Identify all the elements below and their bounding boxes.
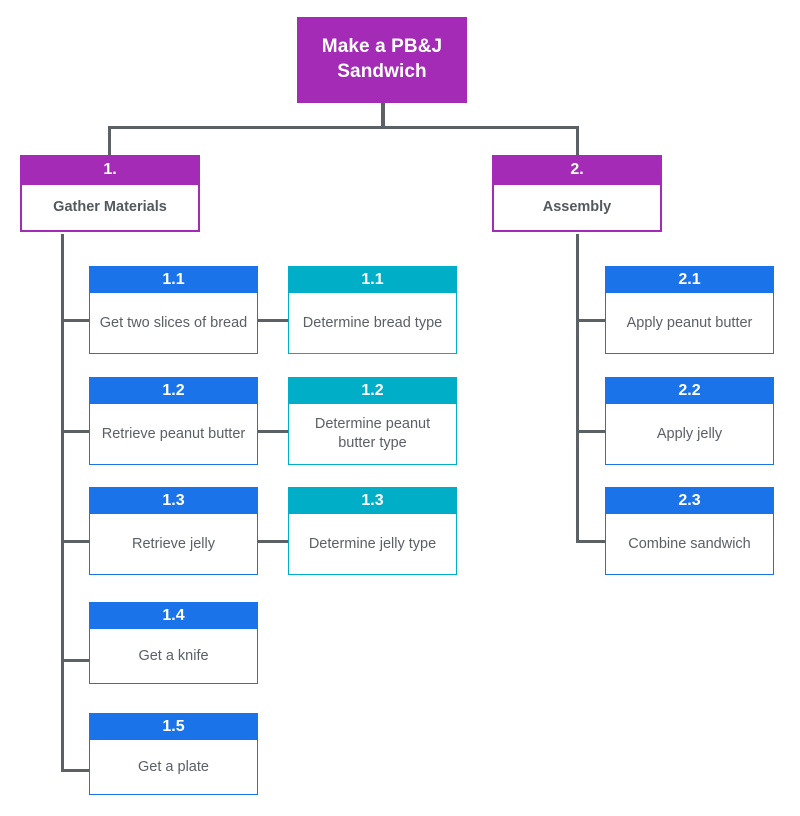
root-node-label: Make a PB&J Sandwich [321,36,443,82]
connector-root-to-branch-1 [108,126,111,156]
task-node-1-3-label: Retrieve jelly [89,514,258,575]
subtask-node-1-2[interactable]: 1.2 Determine peanut butter type [288,377,457,465]
subtask-node-1-2-label: Determine peanut butter type [288,404,457,465]
branch-node-2-number: 2. [492,155,662,185]
task-node-2-1-label: Apply peanut butter [605,293,774,354]
connector-branch-2-task-3 [576,540,606,543]
task-node-1-5[interactable]: 1.5 Get a plate [89,713,258,795]
connector-task-1-2-to-sub [256,430,289,433]
subtask-node-1-1-label: Determine bread type [288,293,457,354]
root-node[interactable]: Make a PB&J Sandwich [297,17,467,103]
task-node-2-3[interactable]: 2.3 Combine sandwich [605,487,774,575]
task-node-1-2-label: Retrieve peanut butter [89,404,258,465]
connector-branch-1-task-1 [61,319,90,322]
task-node-2-2-number: 2.2 [605,377,774,404]
task-node-1-2-number: 1.2 [89,377,258,404]
subtask-node-1-3-number: 1.3 [288,487,457,514]
task-node-1-4-number: 1.4 [89,602,258,629]
task-node-2-3-number: 2.3 [605,487,774,514]
subtask-node-1-3-label: Determine jelly type [288,514,457,575]
task-node-1-4-label: Get a knife [89,629,258,684]
task-node-1-3[interactable]: 1.3 Retrieve jelly [89,487,258,575]
subtask-node-1-2-number: 1.2 [288,377,457,404]
connector-root-bar [108,126,579,129]
connector-branch-2-task-2 [576,430,606,433]
connector-branch-1-spine [61,234,64,772]
task-node-1-5-label: Get a plate [89,740,258,795]
task-node-2-2-label: Apply jelly [605,404,774,465]
task-node-2-3-label: Combine sandwich [605,514,774,575]
task-node-1-1-label: Get two slices of bread [89,293,258,354]
subtask-node-1-1-number: 1.1 [288,266,457,293]
connector-branch-1-task-4 [61,659,90,662]
branch-node-1[interactable]: 1. Gather Materials [20,155,200,234]
task-node-2-1[interactable]: 2.1 Apply peanut butter [605,266,774,354]
connector-branch-2-spine [576,234,579,542]
task-node-2-2[interactable]: 2.2 Apply jelly [605,377,774,465]
branch-node-2-label: Assembly [492,185,662,232]
branch-node-1-label: Gather Materials [20,185,200,232]
connector-branch-2-task-1 [576,319,606,322]
task-node-1-2[interactable]: 1.2 Retrieve peanut butter [89,377,258,465]
task-node-1-4[interactable]: 1.4 Get a knife [89,602,258,684]
connector-root-stem [381,102,385,128]
connector-branch-1-task-3 [61,540,90,543]
task-node-1-1[interactable]: 1.1 Get two slices of bread [89,266,258,354]
task-node-1-3-number: 1.3 [89,487,258,514]
task-node-1-1-number: 1.1 [89,266,258,293]
connector-root-to-branch-2 [576,126,579,156]
subtask-node-1-1[interactable]: 1.1 Determine bread type [288,266,457,354]
task-node-2-1-number: 2.1 [605,266,774,293]
task-node-1-5-number: 1.5 [89,713,258,740]
subtask-node-1-3[interactable]: 1.3 Determine jelly type [288,487,457,575]
connector-task-1-1-to-sub [256,319,289,322]
connector-task-1-3-to-sub [256,540,289,543]
connector-branch-1-task-5 [61,769,90,772]
branch-node-2[interactable]: 2. Assembly [492,155,662,234]
branch-node-1-number: 1. [20,155,200,185]
connector-branch-1-task-2 [61,430,90,433]
